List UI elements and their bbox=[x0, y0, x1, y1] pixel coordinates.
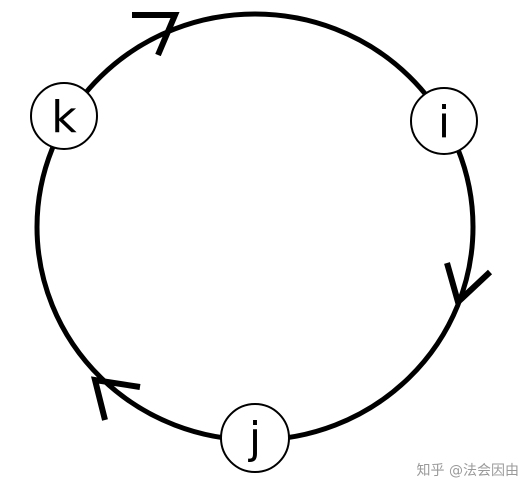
node-k-label: k bbox=[51, 92, 77, 143]
node-i: i bbox=[410, 87, 478, 155]
node-k: k bbox=[30, 82, 98, 150]
arrow-bottom-left-icon bbox=[90, 376, 141, 421]
arrow-top-icon bbox=[132, 12, 180, 57]
node-j-label: j bbox=[248, 413, 261, 464]
node-j: j bbox=[220, 403, 290, 473]
node-i-label: i bbox=[438, 97, 450, 148]
arrow-right-icon bbox=[444, 262, 493, 308]
watermark: 知乎 @法会因由 bbox=[416, 463, 519, 479]
cycle-ring bbox=[34, 11, 476, 443]
